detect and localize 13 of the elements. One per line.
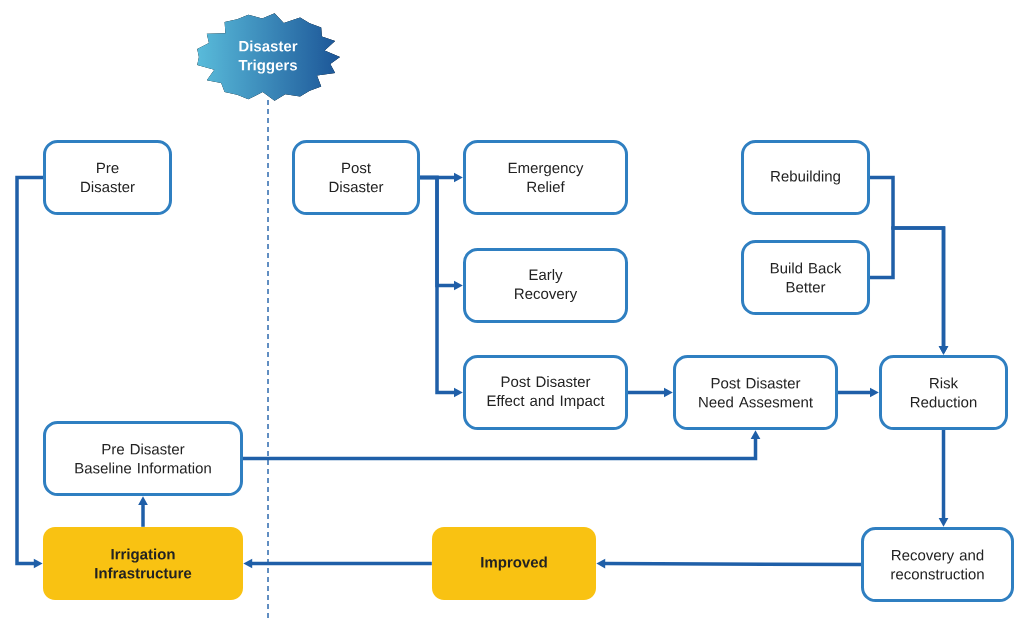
process-box: Post Disaster Need Assesment	[673, 355, 838, 430]
process-box: Rebuilding	[741, 140, 870, 215]
process-box: Post Disaster Effect and Impact	[463, 355, 628, 430]
process-box: Irrigation Infrastructure	[43, 527, 243, 600]
process-box: Recovery and reconstruction	[861, 527, 1014, 602]
process-box: Pre Disaster	[43, 140, 172, 215]
process-box: Pre Disaster Baseline Information	[43, 421, 243, 496]
process-box: Early Recovery	[463, 248, 628, 323]
process-box: Post Disaster	[292, 140, 420, 215]
process-box: Improved	[432, 527, 596, 600]
process-box: Risk Reduction	[879, 355, 1008, 430]
process-box: Build Back Better	[741, 240, 870, 315]
process-box: Emergency Relief	[463, 140, 628, 215]
